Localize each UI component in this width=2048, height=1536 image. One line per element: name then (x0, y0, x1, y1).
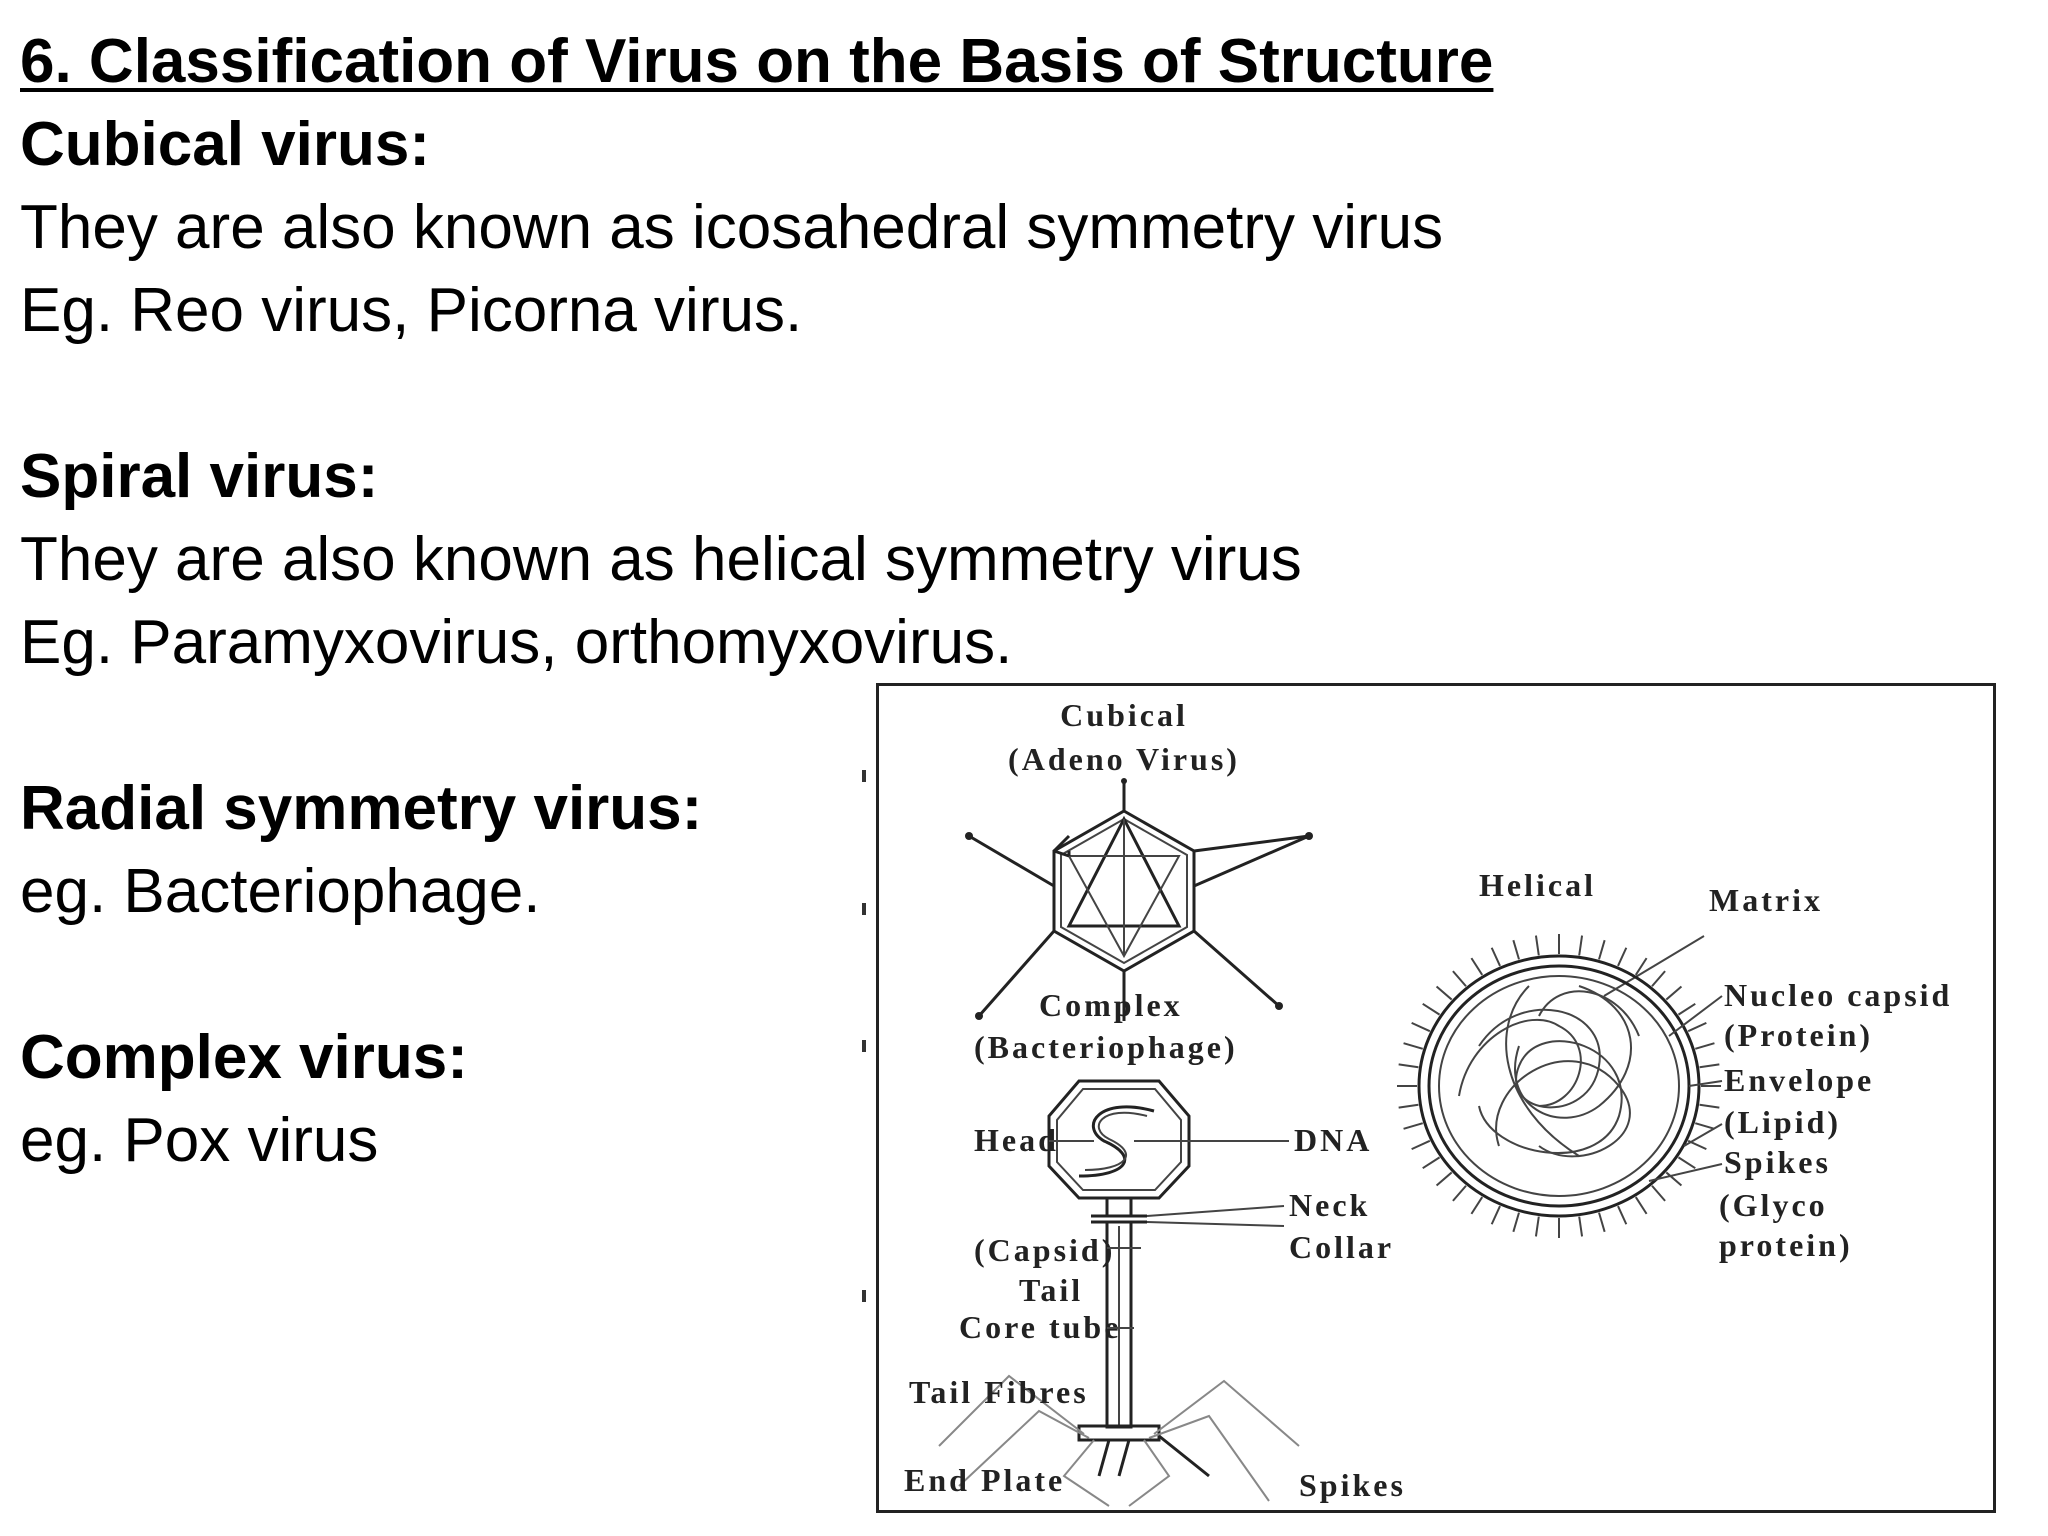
envelope-spike (1403, 1122, 1424, 1130)
envelope-spike (1512, 1212, 1520, 1233)
envelope-spike (1452, 1185, 1467, 1202)
envelope-spike (1634, 1196, 1648, 1215)
envelope-spike (1677, 1156, 1696, 1170)
virus-structure-figure: Cubical (Adeno Virus) (876, 683, 1996, 1513)
label-matrix: Matrix (1709, 882, 1823, 918)
bacteriophage: Complex (Bacteriophage) (904, 987, 1406, 1507)
label-lipid: (Lipid) (1724, 1104, 1841, 1140)
label-bacteriophage: (Bacteriophage) (974, 1029, 1238, 1065)
envelope-spike (1651, 1185, 1666, 1202)
envelope-spike (1665, 1171, 1683, 1187)
label-adeno-virus: (Adeno Virus) (1008, 741, 1240, 777)
label-cubical: Cubical (1060, 697, 1188, 733)
envelope-spike (1694, 1122, 1715, 1130)
envelope-spike (1490, 947, 1501, 967)
label-tail-fibres: Tail Fibres (909, 1374, 1089, 1410)
envelope-spike (1398, 1103, 1419, 1109)
label-neck: Neck (1289, 1187, 1370, 1223)
envelope-spike (1687, 1021, 1707, 1033)
envelope-spike (1452, 970, 1467, 987)
slide-title: 6. Classification of Virus on the Basis … (20, 27, 1494, 96)
section-heading-spiral: Spiral virus: (20, 442, 379, 511)
envelope-spike (1411, 1021, 1431, 1033)
section-line: eg. Pox virus (20, 1106, 379, 1175)
stray-mark (862, 1290, 866, 1302)
label-complex: Complex (1039, 987, 1183, 1023)
section-line: They are also known as icosahedral symme… (20, 193, 1444, 262)
label-tail: Tail (1019, 1272, 1083, 1308)
label-glyco: (Glyco (1719, 1187, 1828, 1223)
section-line: eg. Bacteriophage. (20, 857, 541, 926)
envelope-spike (1534, 1216, 1540, 1237)
label-core-tube: Core tube (959, 1309, 1121, 1345)
label-collar: Collar (1289, 1229, 1394, 1265)
label-protein: (Protein) (1724, 1017, 1873, 1053)
envelope-spike (1677, 1002, 1696, 1016)
envelope-spike (1617, 947, 1628, 967)
helical-virus: Helical Matrix Nucleo capsid (Protein) E… (1397, 867, 1952, 1263)
envelope-spike (1699, 1063, 1720, 1069)
envelope-spike (1422, 1156, 1441, 1170)
envelope-spike (1490, 1205, 1501, 1225)
label-dna: DNA (1294, 1122, 1372, 1158)
envelope-spike (1422, 1002, 1441, 1016)
stray-mark (862, 1040, 866, 1052)
envelope-spike (1512, 939, 1520, 960)
section-heading-cubical: Cubical virus: (20, 110, 430, 179)
label-capsid: (Capsid) (974, 1232, 1115, 1268)
slide-text: 6. Classification of Virus on the Basis … (20, 20, 1520, 1182)
envelope-spike (1411, 1139, 1431, 1151)
envelope-spike (1534, 935, 1540, 956)
envelope-spike (1634, 957, 1648, 976)
envelope-spike (1598, 939, 1606, 960)
envelope-spike (1398, 1063, 1419, 1069)
envelope-spike (1578, 1216, 1584, 1237)
envelope-spike (1470, 1196, 1484, 1215)
label-spikes-bottom: Spikes (1299, 1467, 1406, 1503)
virus-diagram: Cubical (Adeno Virus) (904, 697, 1952, 1507)
envelope-spike (1699, 1103, 1720, 1109)
envelope-spike (1435, 1171, 1453, 1187)
label-spikes-right: Spikes (1724, 1144, 1831, 1180)
section-line: Eg. Reo virus, Picorna virus. (20, 276, 803, 345)
envelope-spike (1470, 957, 1484, 976)
label-end-plate: End Plate (904, 1462, 1065, 1498)
label-glyco-protein: protein) (1719, 1227, 1853, 1263)
label-nucleo-capsid: Nucleo capsid (1724, 977, 1952, 1013)
section-line: They are also known as helical symmetry … (20, 525, 1302, 594)
adenovirus-icosahedron: Cubical (Adeno Virus) (965, 697, 1313, 1021)
section-heading-complex: Complex virus: (20, 1023, 468, 1092)
section-line: Eg. Paramyxovirus, orthomyxovirus. (20, 608, 1013, 677)
envelope-spike (1578, 935, 1584, 956)
envelope-spike (1598, 1212, 1606, 1233)
section-heading-radial: Radial symmetry virus: (20, 774, 703, 843)
envelope-spike (1403, 1042, 1424, 1050)
envelope-spike (1617, 1205, 1628, 1225)
stray-mark (862, 770, 866, 782)
label-head: Head (974, 1122, 1059, 1158)
label-envelope: Envelope (1724, 1062, 1874, 1098)
stray-mark (862, 903, 866, 915)
envelope-spike (1694, 1042, 1715, 1050)
envelope-spike (1665, 985, 1683, 1001)
envelope-spikes (1397, 934, 1721, 1238)
envelope-spike (1435, 985, 1453, 1001)
label-helical: Helical (1479, 867, 1596, 903)
envelope-spike (1651, 970, 1666, 987)
